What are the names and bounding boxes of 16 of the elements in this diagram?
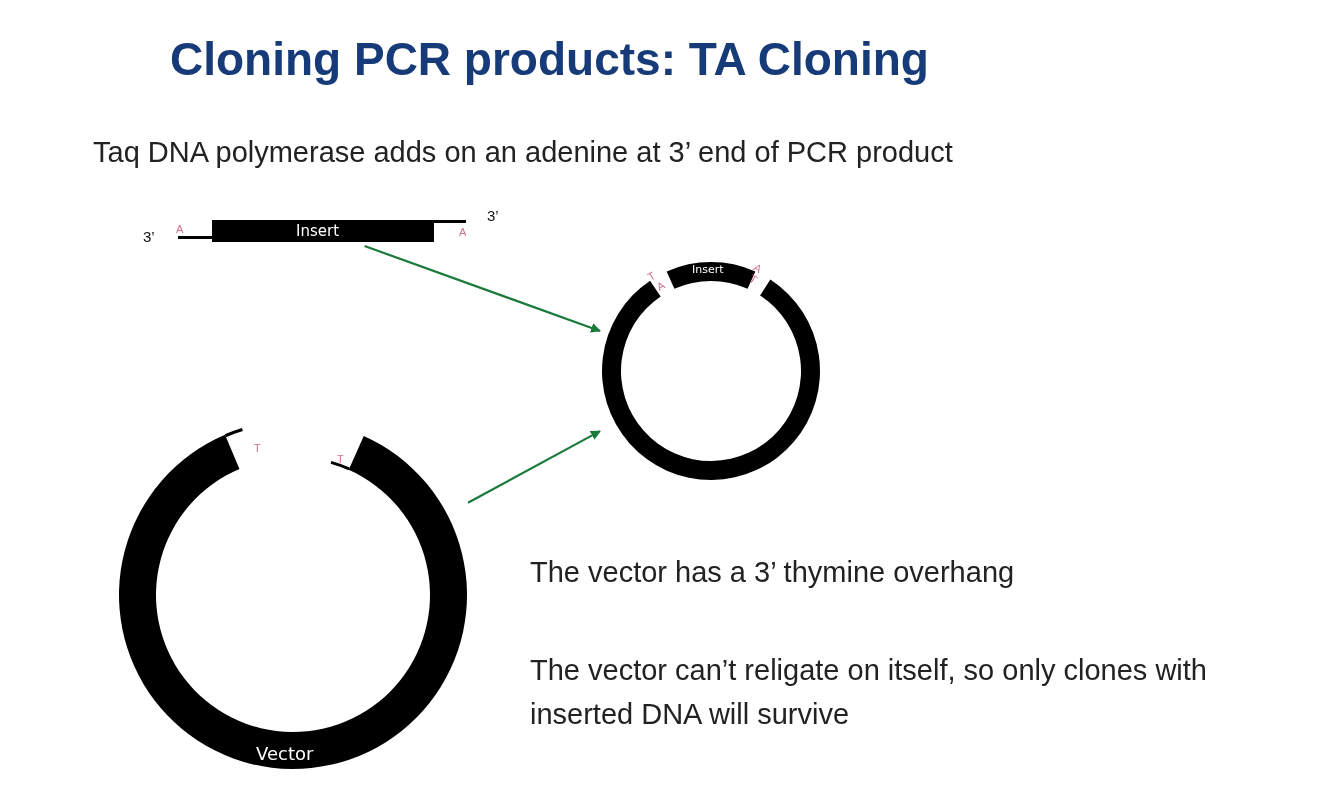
- strand-label: Vector: [256, 743, 314, 764]
- base-letter: A: [176, 223, 184, 235]
- arrow: [467, 430, 601, 504]
- strand-label: Insert: [692, 263, 724, 276]
- caption-text: Taq DNA polymerase adds on an adenine at 3’ end of PCR product: [93, 135, 953, 170]
- strand-end-label: 3’: [143, 228, 155, 245]
- strand-end-label: 3’: [487, 207, 499, 224]
- base-letter: A: [459, 226, 467, 238]
- slide-title: Cloning PCR products: TA Cloning: [170, 32, 929, 86]
- base-letter: T: [747, 272, 760, 286]
- note-text: The vector has a 3’ thymine overhang: [530, 555, 1015, 590]
- base-letter: T: [254, 442, 261, 454]
- arrow: [364, 244, 601, 333]
- strand-label: Insert: [296, 222, 340, 240]
- base-letter: T: [337, 453, 344, 465]
- note-text: The vector can’t religate on itself, so only clones with inserted DNA will survive: [530, 653, 1208, 732]
